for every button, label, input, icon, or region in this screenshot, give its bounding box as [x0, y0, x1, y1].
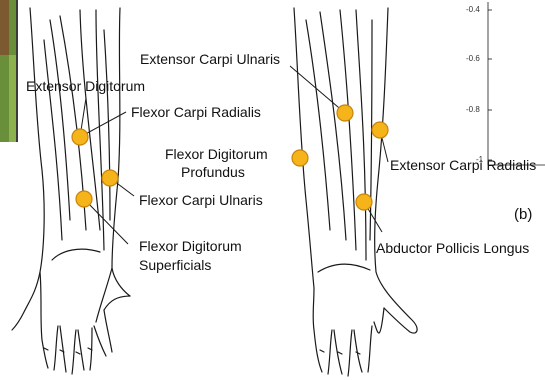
- tick-label: -1: [476, 155, 483, 164]
- label-flexor-digitorum-profundus-2: Profundus: [181, 164, 245, 181]
- axis-b: [488, 2, 545, 165]
- right-forearm-outline: [294, 8, 417, 376]
- label-extensor-carpi-ulnaris: Extensor Carpi Ulnaris: [140, 51, 280, 68]
- electrode-abductor-pollicis-longus: [356, 194, 372, 210]
- tick-label: -0.6: [466, 54, 480, 63]
- tick-label: -0.8: [466, 105, 480, 114]
- tick-label: -0.4: [466, 5, 480, 14]
- label-abductor-pollicis-longus: Abductor Pollicis Longus: [376, 240, 529, 257]
- electrode-flexor-carpi-ulnaris: [102, 170, 118, 186]
- label-extensor-carpi-radialis: Extensor Carpi Radialis: [390, 157, 536, 174]
- electrode-flexor-carpi-radialis: [72, 129, 88, 145]
- label-flexor-digitorum-profundus-1: Flexor Digitorum: [165, 146, 268, 163]
- label-flexor-digitorum-superficials-2: Superficials: [139, 257, 211, 274]
- label-flexor-carpi-ulnaris: Flexor Carpi Ulnaris: [139, 192, 263, 209]
- electrode-flexor-digitorum-superficials: [76, 191, 92, 207]
- label-flexor-digitorum-superficials-1: Flexor Digitorum: [139, 238, 242, 255]
- left-forearm-outline: [12, 8, 130, 374]
- electrode-flexor-digitorum-profundus: [292, 150, 308, 166]
- electrode-extensor-carpi-radialis: [372, 122, 388, 138]
- label-extensor-digitorum: Extensor Digitorum: [26, 78, 145, 95]
- panel-label-b: (b): [514, 206, 532, 223]
- label-flexor-carpi-radialis: Flexor Carpi Radialis: [131, 104, 261, 121]
- electrode-extensor-carpi-ulnaris: [337, 105, 353, 121]
